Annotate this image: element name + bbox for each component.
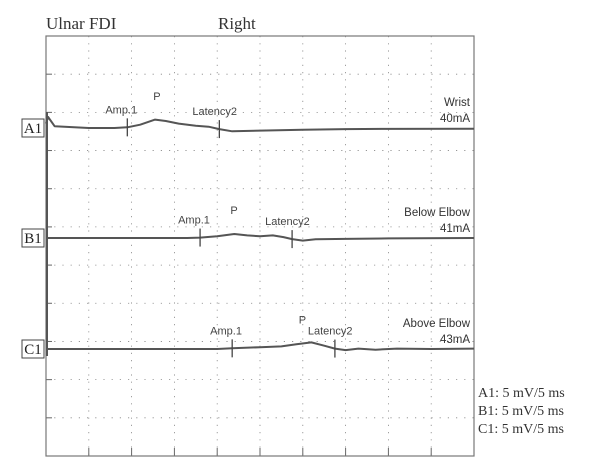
channel-label-b1: B1 [21,228,45,248]
marker-label: P [299,314,306,326]
scale-c1: C1: 5 mV/5 ms [478,422,564,437]
side-label: Right [218,14,256,33]
marker-label: Latency2 [265,216,310,228]
marker-label: Amp.1 [178,215,210,227]
stim-label: 43mA [440,334,470,346]
marker-label: Latency2 [192,106,237,118]
marker-label: P [230,205,237,217]
channel-box [21,228,45,248]
channel-name: A1 [24,121,42,137]
site-label: Wrist [444,97,471,109]
site-label: Above Elbow [403,318,471,330]
scale-a1: A1: 5 mV/5 ms [478,386,565,401]
site-label: Below Elbow [404,207,471,219]
stim-label: 40mA [440,113,470,125]
channel-name: C1 [24,342,42,358]
marker-label: P [153,91,160,103]
grid [45,36,475,456]
marker-label: Amp.1 [105,104,137,116]
channel-box [21,118,45,138]
trace-a1 [45,116,475,133]
channel-box [21,339,45,359]
trace-b1 [46,233,475,242]
traces: A1Amp.1PLatency2Wrist40mAB1Amp.1PLatency… [21,91,475,359]
scale-b1: B1: 5 mV/5 ms [478,404,564,419]
nerve-label: Ulnar FDI [46,14,117,33]
stim-label: 41mA [440,223,470,235]
marker-label: Latency2 [308,326,353,338]
marker-label: Amp.1 [210,325,242,337]
channel-label-c1: C1 [21,339,45,359]
trace-c1 [46,341,475,352]
channel-name: B1 [24,231,42,247]
channel-label-a1: A1 [21,118,45,138]
